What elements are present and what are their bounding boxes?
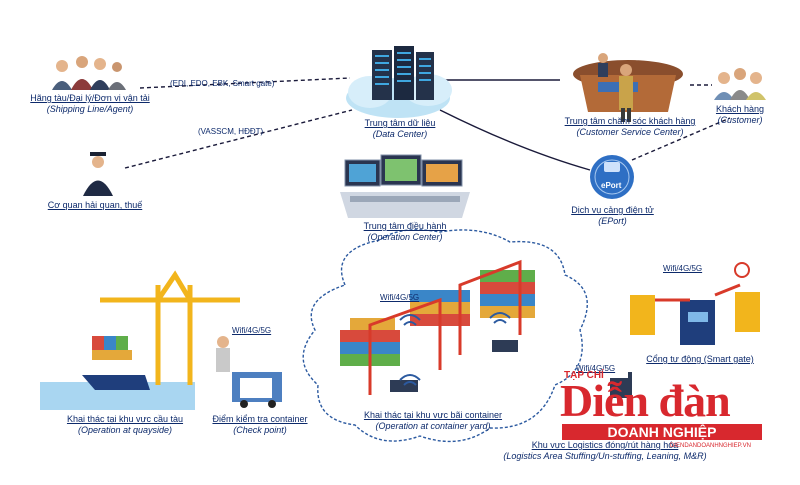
quayside-illustration bbox=[40, 270, 240, 410]
label-customer: Khách hàng (Customer) bbox=[705, 104, 775, 126]
label-logistics: Khu vực Logistics đóng/rút hàng hóa (Log… bbox=[495, 440, 715, 462]
line-customs-datacenter bbox=[124, 109, 353, 169]
label-shipping-line: Hãng tàu/Đại lý/Đơn vị vận tải (Shipping… bbox=[20, 93, 160, 115]
data-center-illustration bbox=[346, 46, 452, 118]
label-quayside: Khai thác tại khu vực cầu tàu (Operation… bbox=[55, 414, 195, 436]
shipping-line-vi: Hãng tàu/Đại lý/Đơn vị vận tải bbox=[30, 93, 150, 103]
line-datacenter-eport bbox=[439, 109, 591, 171]
wireless-yard-label: Wifi/4G/5G bbox=[380, 293, 420, 302]
watermark-url: DIENDANDOANHNGHIEP.VN bbox=[670, 443, 751, 449]
watermark-main: Diễn đàn bbox=[560, 375, 731, 426]
container-yard-cloud bbox=[302, 229, 588, 443]
container-yard-en: (Operation at container yard) bbox=[375, 421, 491, 431]
customer-service-en: (Customer Service Center) bbox=[576, 127, 684, 137]
customer-vi: Khách hàng bbox=[715, 104, 765, 114]
label-data-center: Trung tâm dữ liệu (Data Center) bbox=[355, 118, 445, 140]
shipping-agents-illustration bbox=[52, 56, 126, 90]
watermark-top: TẠP CHÍ bbox=[564, 370, 604, 381]
wireless-checkpoint-label: Wifi/4G/5G bbox=[232, 326, 272, 335]
customer-en: (Customer) bbox=[717, 115, 763, 125]
label-container-yard: Khai thác tại khu vực bãi container (Ope… bbox=[348, 410, 518, 432]
operation-center-en: (Operation Center) bbox=[367, 232, 443, 242]
customs-vi: Cơ quan hải quan, thuế bbox=[47, 200, 143, 210]
eport-vi: Dịch vụ cảng điện tử bbox=[571, 205, 654, 215]
container-yard-vi: Khai thác tại khu vực bãi container bbox=[363, 410, 503, 420]
connection-customs-label: (VASSCM, HĐĐT) bbox=[198, 127, 264, 136]
smart-gate-illustration bbox=[630, 262, 760, 345]
label-operation-center: Trung tâm điều hành (Operation Center) bbox=[355, 221, 455, 243]
label-smart-gate: Cổng tự động (Smart gate) bbox=[640, 354, 760, 365]
label-eport: Dịch vụ cảng điện tử (EPort) bbox=[560, 205, 665, 227]
checkpoint-vi: Điểm kiểm tra container bbox=[212, 414, 308, 424]
wireless-gate-label: Wifi/4G/5G bbox=[663, 264, 703, 273]
logistics-vi: Khu vực Logistics đóng/rút hàng hóa bbox=[531, 440, 679, 450]
data-center-en: (Data Center) bbox=[372, 129, 428, 139]
wireless-logistics-label: Wifi/4G/5G bbox=[576, 364, 616, 373]
watermark-band: DOANH NGHIỆP bbox=[562, 424, 762, 440]
quayside-en: (Operation at quayside) bbox=[77, 425, 173, 435]
customer-service-illustration bbox=[573, 53, 683, 122]
customers-illustration bbox=[714, 68, 766, 100]
smart-gate-vi: Cổng tự động (Smart gate) bbox=[646, 354, 754, 364]
quayside-vi: Khai thác tại khu vực cầu tàu bbox=[66, 414, 184, 424]
logistics-illustration bbox=[610, 372, 632, 398]
checkpoint-en: (Check point) bbox=[233, 425, 287, 435]
line-eport-customer bbox=[631, 117, 731, 161]
shipping-line-en: (Shipping Line/Agent) bbox=[46, 104, 134, 114]
data-center-vi: Trung tâm dữ liệu bbox=[364, 118, 436, 128]
line-shipping-datacenter bbox=[139, 77, 351, 89]
customer-service-vi: Trung tâm chăm sóc khách hàng bbox=[564, 116, 696, 126]
eport-en: (EPort) bbox=[598, 216, 627, 226]
operation-center-vi: Trung tâm điều hành bbox=[363, 221, 447, 231]
label-customs: Cơ quan hải quan, thuế bbox=[30, 200, 160, 211]
label-customer-service: Trung tâm chăm sóc khách hàng (Customer … bbox=[550, 116, 710, 138]
logistics-en: (Logistics Area Stuffing/Un-stuffing, Le… bbox=[503, 451, 707, 461]
connection-shipping-label: (EDI, EDO, EBK, Smart gate) bbox=[170, 79, 275, 88]
eport-illustration bbox=[590, 155, 634, 199]
eport-logo-text: ePort bbox=[601, 181, 622, 190]
label-checkpoint: Điểm kiểm tra container (Check point) bbox=[205, 414, 315, 436]
publisher-watermark: TẠP CHÍ Diễn đàn DOANH NGHIỆP DIENDANDOA… bbox=[560, 370, 765, 452]
customs-officer-illustration bbox=[83, 152, 113, 196]
operation-center-illustration bbox=[340, 154, 470, 218]
checkpoint-illustration bbox=[216, 336, 282, 408]
